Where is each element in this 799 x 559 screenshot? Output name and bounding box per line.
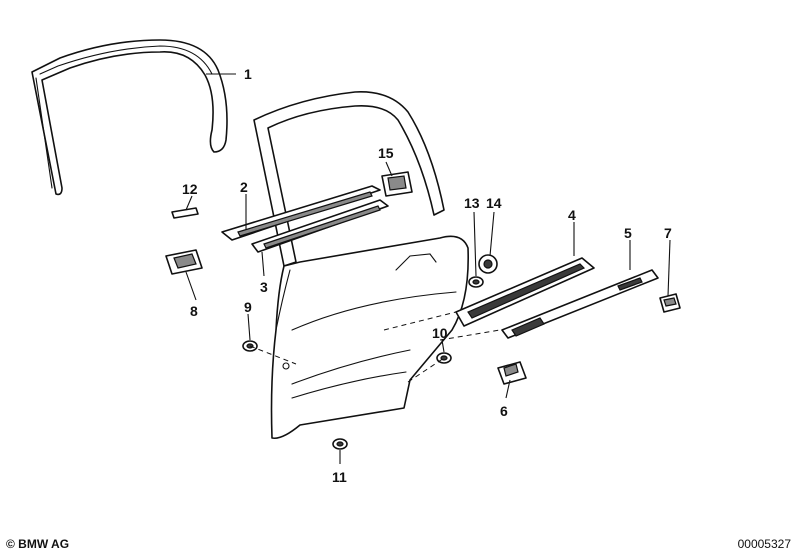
part-2-trim-strip[interactable] xyxy=(221,185,381,241)
callout-12: 12 xyxy=(182,181,198,197)
callout-1: 1 xyxy=(244,66,252,82)
part-5-trim-strip[interactable] xyxy=(501,269,659,339)
callout-10: 10 xyxy=(432,325,448,341)
part-8-clip[interactable] xyxy=(165,249,203,275)
part-6-clip[interactable] xyxy=(497,361,527,385)
part-11-nut[interactable] xyxy=(332,438,348,450)
callout-4: 4 xyxy=(568,207,576,223)
part-15-clip[interactable] xyxy=(381,171,413,197)
assembly-lines xyxy=(249,311,501,383)
catalog-number: 00005327 xyxy=(737,537,791,551)
callout-11: 11 xyxy=(332,469,347,485)
callout-2: 2 xyxy=(240,179,248,195)
leader-lines xyxy=(185,73,671,464)
part-3-trim-strip[interactable] xyxy=(251,199,389,253)
callout-9: 9 xyxy=(244,299,252,315)
callout-3: 3 xyxy=(260,279,268,295)
callout-15: 15 xyxy=(378,145,394,161)
callout-6: 6 xyxy=(500,403,508,419)
callout-7: 7 xyxy=(664,225,672,241)
callout-5: 5 xyxy=(624,225,632,241)
door-shell[interactable] xyxy=(253,91,469,440)
part-7-clip[interactable] xyxy=(659,293,681,313)
copyright-label: © BMW AG xyxy=(6,537,70,551)
part-1-window-seal[interactable] xyxy=(31,39,228,196)
part-14-grommet[interactable] xyxy=(478,254,498,274)
callout-14: 14 xyxy=(486,195,502,211)
part-13-nut[interactable] xyxy=(468,276,484,288)
part-12-clip[interactable] xyxy=(171,207,199,219)
callout-8: 8 xyxy=(190,303,198,319)
callout-13: 13 xyxy=(464,195,480,211)
part-4-door-moulding[interactable] xyxy=(455,257,595,327)
